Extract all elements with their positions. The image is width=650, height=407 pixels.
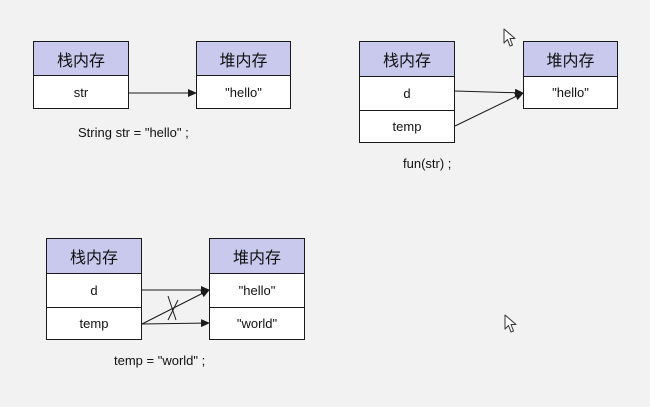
stack-memory-box: 栈内存 str: [33, 41, 129, 109]
heap-memory-header: 堆内存: [524, 42, 617, 77]
mouse-cursor-icon: [504, 314, 517, 333]
heap-value-hello: "hello": [238, 283, 276, 298]
heap-memory-header: 堆内存: [197, 42, 290, 76]
stack-memory-header: 栈内存: [34, 42, 128, 76]
stack-variable-d: d: [403, 86, 411, 101]
stack-variable-d: d: [90, 283, 98, 298]
stack-variable-temp: temp: [47, 307, 141, 339]
mouse-cursor-icon: [503, 28, 516, 47]
cross-out-mark: [167, 295, 177, 321]
stack-memory-box: 栈内存 d temp: [359, 41, 455, 143]
cross-out-mark: [167, 299, 179, 321]
heap-memory-box: 堆内存 "hello" "world": [209, 238, 305, 340]
heap-memory-box: 堆内存 "hello": [523, 41, 618, 109]
reference-arrow: [141, 319, 210, 328]
code-caption: temp = "world" ;: [114, 353, 206, 368]
stack-variable-temp: temp: [360, 110, 454, 142]
stack-memory-box: 栈内存 d temp: [46, 238, 142, 340]
heap-value-world: "world": [210, 307, 304, 339]
stack-memory-header: 栈内存: [360, 42, 454, 77]
reference-arrow: [454, 92, 524, 127]
stack-variable-str: str: [73, 84, 89, 100]
heap-memory-header: 堆内存: [210, 239, 304, 274]
reference-arrow: [454, 88, 524, 97]
code-caption: String str = "hello" ;: [78, 125, 189, 140]
heap-value-hello: "hello": [225, 84, 262, 100]
heap-value-hello: "hello": [552, 85, 589, 100]
reference-arrow: [141, 289, 210, 325]
code-caption: fun(str) ;: [403, 156, 452, 171]
heap-memory-box: 堆内存 "hello": [196, 41, 291, 109]
stack-memory-header: 栈内存: [47, 239, 141, 274]
